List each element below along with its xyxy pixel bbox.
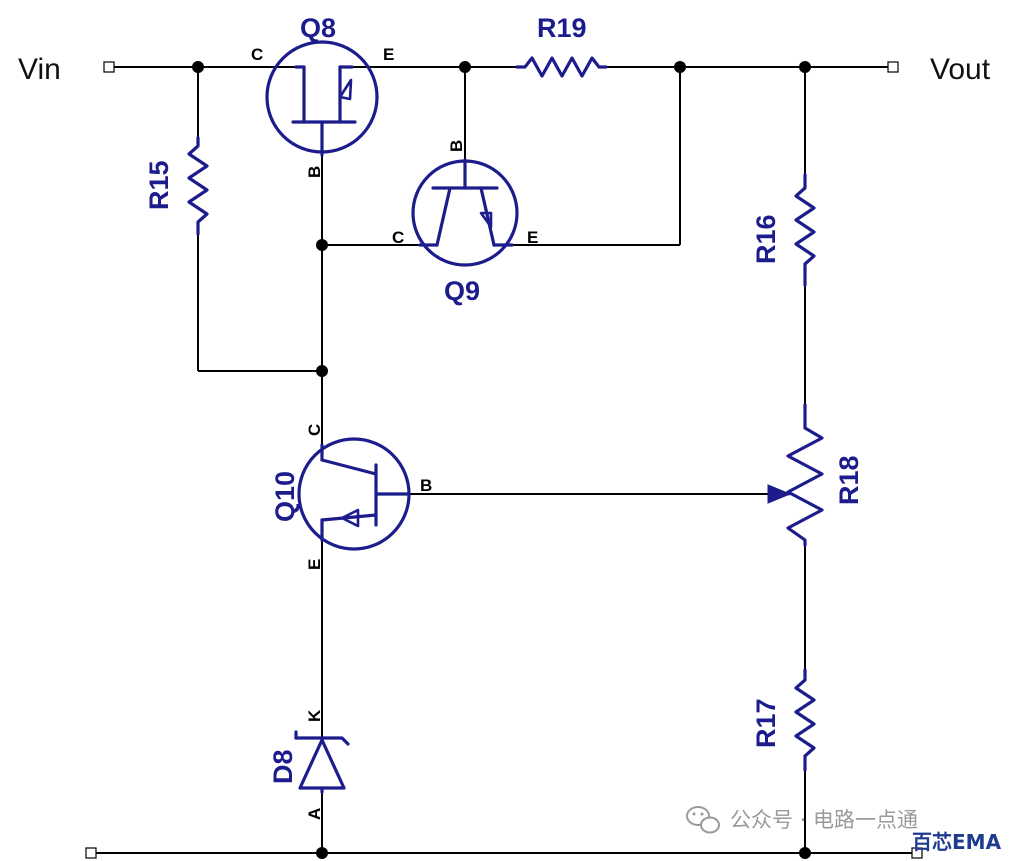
junction-dot [316,239,328,251]
watermark: 公众号 · 电路一点通 百芯EMA [686,806,1002,854]
resistor-r17 [794,668,816,772]
vout-terminal [887,61,899,73]
zener-diode-d8 [294,730,350,794]
r19-ref: R19 [537,13,587,43]
watermark-brand: 百芯EMA [912,830,1002,854]
junction-dot [799,61,811,73]
q9-pin-c: C [392,228,404,247]
junctions [192,61,811,859]
resistor-r15 [187,136,209,236]
transistor-q10 [297,437,411,551]
r15-ref: R15 [144,160,174,210]
q10-pin-b: B [420,476,432,495]
q9-ref: Q9 [444,276,480,306]
q10-ref: Q10 [270,471,300,522]
d8-pin-k: K [305,709,324,722]
q9-pin-e: E [527,228,538,247]
q10-pin-c: C [305,424,324,436]
gnd-right-terminal [911,847,923,859]
r18-ref: R18 [834,455,864,505]
junction-dot [316,847,328,859]
terminals [85,61,923,859]
r17-ref: R17 [751,698,781,748]
junction-dot [674,61,686,73]
transistor-q9 [411,158,519,267]
resistor-r16 [794,173,816,287]
q9-pin-b: B [447,140,466,152]
potentiometer-r18 [767,403,824,547]
q10-pin-e: E [305,559,324,570]
junction-dot [799,847,811,859]
junction-dot [316,365,328,377]
q8-ref: Q8 [300,13,336,43]
d8-ref: D8 [268,749,298,784]
watermark-text: 公众号 · 电路一点通 [730,808,918,832]
wechat-icon [686,806,720,834]
q8-pin-c: C [251,45,263,64]
q8-pin-e: E [383,45,394,64]
q8-pin-b: B [305,166,324,178]
gnd-left-terminal [85,847,97,859]
junction-dot [192,61,204,73]
junction-dot [459,61,471,73]
wires [96,66,912,854]
vin-label: Vin [18,53,61,86]
r16-ref: R16 [751,214,781,264]
resistor-r19 [515,56,608,78]
transistor-q8 [265,40,379,157]
vin-terminal [103,61,115,73]
d8-pin-a: A [305,808,324,820]
vout-label: Vout [930,53,991,86]
